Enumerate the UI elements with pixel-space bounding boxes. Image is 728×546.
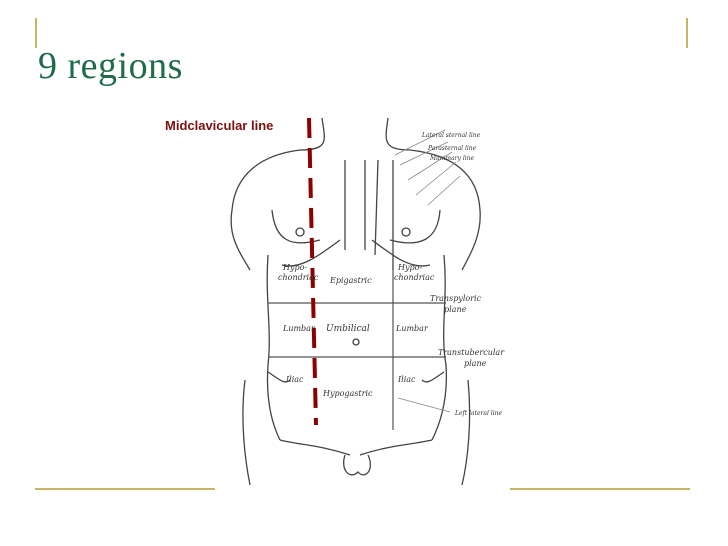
label-parasternal: Parasternal line [427,145,477,152]
left-nipple [401,227,411,237]
right-thigh [461,379,471,486]
midclavicular-line [307,117,318,426]
left-shoulder-outline [230,117,325,271]
right-shoulder-outline [385,117,481,271]
genital-outline [343,454,372,476]
label-umbilical: Umbilical [326,324,370,334]
right-pec [389,209,441,244]
right-costal-margin [281,239,341,267]
top-rule-left [35,18,37,48]
left-inguinal [421,371,445,383]
label-left-lumbar: Lumbar [395,324,429,333]
label-lateral-sternal: Lateral sternal line [421,132,481,139]
label-left-lateral: Left lateral line [454,410,503,417]
umbilicus [352,338,360,346]
right-groin [359,439,433,456]
bottom-rule-right [510,488,690,490]
left-lateral-leader [397,397,451,413]
parasternal-line [374,159,379,256]
right-inguinal [267,371,291,383]
label-epigastric: Epigastric [329,276,372,285]
bottom-rule-left [35,488,215,490]
left-groin [279,439,351,456]
left-flank [266,254,281,441]
label-left-iliac: Iliac [397,375,416,384]
right-flank [431,254,448,441]
region-grid [268,260,446,430]
label-hypogastric: Hypogastric [322,389,373,398]
top-rule-right [686,18,688,48]
label-right-hypochondriac: Hypo-chondriac [278,263,319,282]
slide-title: 9 regions [38,45,183,87]
label-right-iliac: Iliac [285,375,304,384]
label-right-lumbar: Lumbar [282,324,316,333]
hatch-lines [394,129,461,206]
label-left-hypochondriac: Hypo-chondriac [394,263,435,282]
midclavicular-callout: Midclavicular line [165,118,274,133]
label-mammary: Mammary line [429,155,475,162]
right-nipple [295,227,305,237]
left-costal-margin [371,239,431,267]
left-thigh [242,379,251,486]
